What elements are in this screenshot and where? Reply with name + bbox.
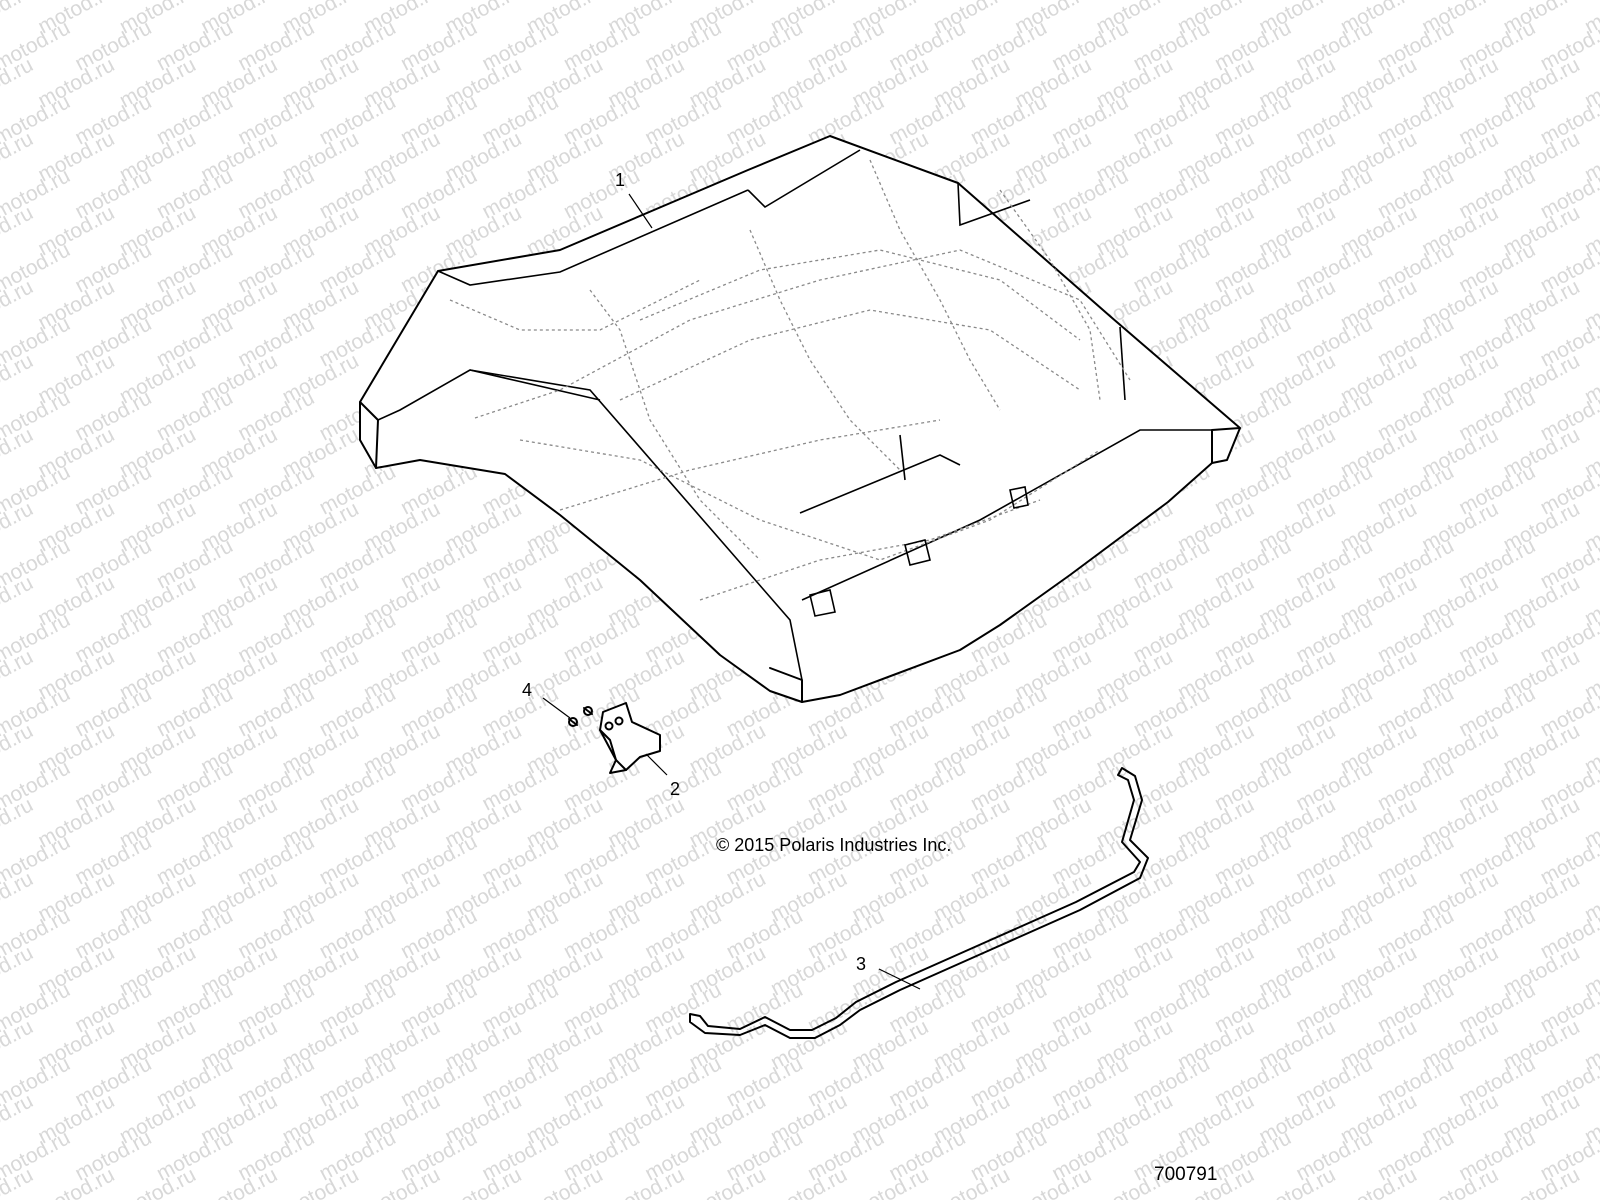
callout-roof: 1 — [615, 170, 625, 190]
leader-lines — [542, 193, 921, 990]
screw-part — [568, 706, 593, 727]
callout-seal: 3 — [856, 954, 866, 974]
roof-part — [359, 135, 1241, 703]
leader-3 — [878, 968, 921, 990]
leader-1 — [628, 193, 653, 229]
bracket-part — [599, 702, 661, 774]
seal-part — [689, 767, 1149, 1039]
callout-screw: 4 — [522, 680, 532, 700]
watermark-text: motod.ru — [1581, 1163, 1600, 1200]
copyright-text: © 2015 Polaris Industries Inc. — [716, 835, 951, 855]
callout-bracket: 2 — [670, 779, 680, 799]
leader-4 — [542, 697, 571, 719]
figure-number: 700791 — [1154, 1164, 1217, 1185]
leader-2 — [645, 753, 668, 776]
